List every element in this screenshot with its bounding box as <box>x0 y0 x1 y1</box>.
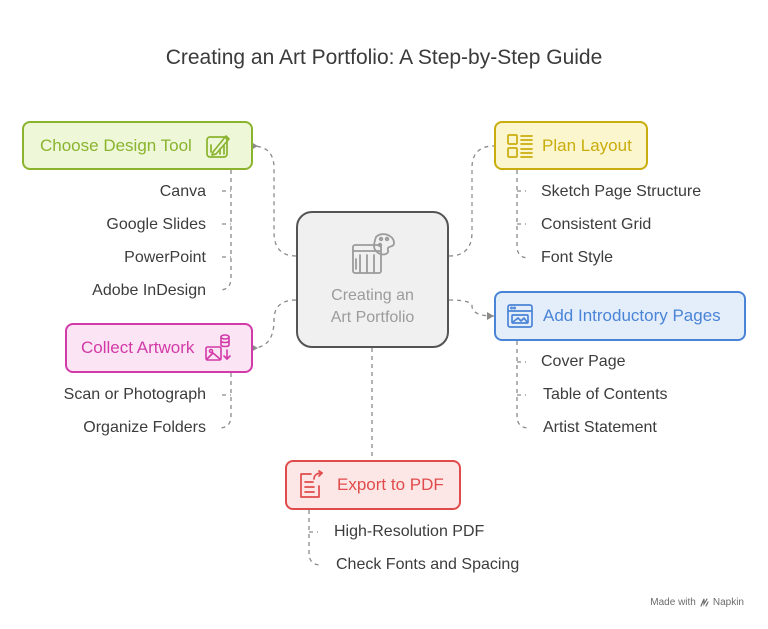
napkin-logo-icon <box>700 598 709 607</box>
export-to-pdf-node[interactable]: Export to PDF <box>285 460 461 510</box>
choose-design-tool-label: Choose Design Tool <box>40 135 192 155</box>
center-node[interactable]: Creating an Art Portfolio <box>296 211 449 348</box>
plan-layout-node[interactable]: Plan Layout <box>494 121 648 170</box>
image-database-icon <box>205 334 232 361</box>
list-item-scan-or-photograph: Scan or Photograph <box>63 386 206 403</box>
footer-made-with: Made with <box>650 597 696 608</box>
list-item-cover-page: Cover Page <box>541 353 626 370</box>
center-label-line2: Art Portfolio <box>330 309 415 326</box>
list-item-artist-statement: Artist Statement <box>543 419 657 436</box>
list-item-organize-folders: Organize Folders <box>83 419 206 436</box>
list-item-table-of-contents: Table of Contents <box>543 386 668 403</box>
export-document-icon <box>300 470 323 498</box>
list-item-consistent-grid: Consistent Grid <box>541 216 652 233</box>
palette-book-icon <box>352 233 395 274</box>
footer-credit: Made with Napkin <box>650 597 744 608</box>
web-page-icon <box>507 304 533 328</box>
add-introductory-pages-node[interactable]: Add Introductory Pages <box>494 291 746 341</box>
plan-layout-label: Plan Layout <box>542 135 632 155</box>
list-item-high-resolution-pdf: High-Resolution PDF <box>334 523 485 540</box>
diagram-title: Creating an Art Portfolio: A Step-by-Ste… <box>165 46 603 69</box>
footer-brand: Napkin <box>712 597 744 608</box>
list-item-font-style: Font Style <box>541 249 614 266</box>
center-label: Creating an Art Portfolio <box>298 285 447 329</box>
list-item-google-slides: Google Slides <box>106 216 206 233</box>
choose-design-tool-node[interactable]: Choose Design Tool <box>22 121 253 170</box>
add-introductory-pages-label: Add Introductory Pages <box>543 306 721 325</box>
list-item-powerpoint: PowerPoint <box>124 249 206 266</box>
collect-artwork-label: Collect Artwork <box>81 338 195 357</box>
export-to-pdf-label: Export to PDF <box>337 475 444 494</box>
list-item-canva: Canva <box>159 183 206 200</box>
layout-icon <box>507 133 533 158</box>
list-item-sketch-page-structure: Sketch Page Structure <box>541 183 702 200</box>
collect-artwork-node[interactable]: Collect Artwork <box>65 323 253 373</box>
list-item-adobe-indesign: Adobe InDesign <box>92 282 206 299</box>
design-tool-icon <box>205 134 230 158</box>
center-label-line1: Creating an <box>331 287 414 304</box>
list-item-check-fonts-and-spacing: Check Fonts and Spacing <box>336 556 520 573</box>
